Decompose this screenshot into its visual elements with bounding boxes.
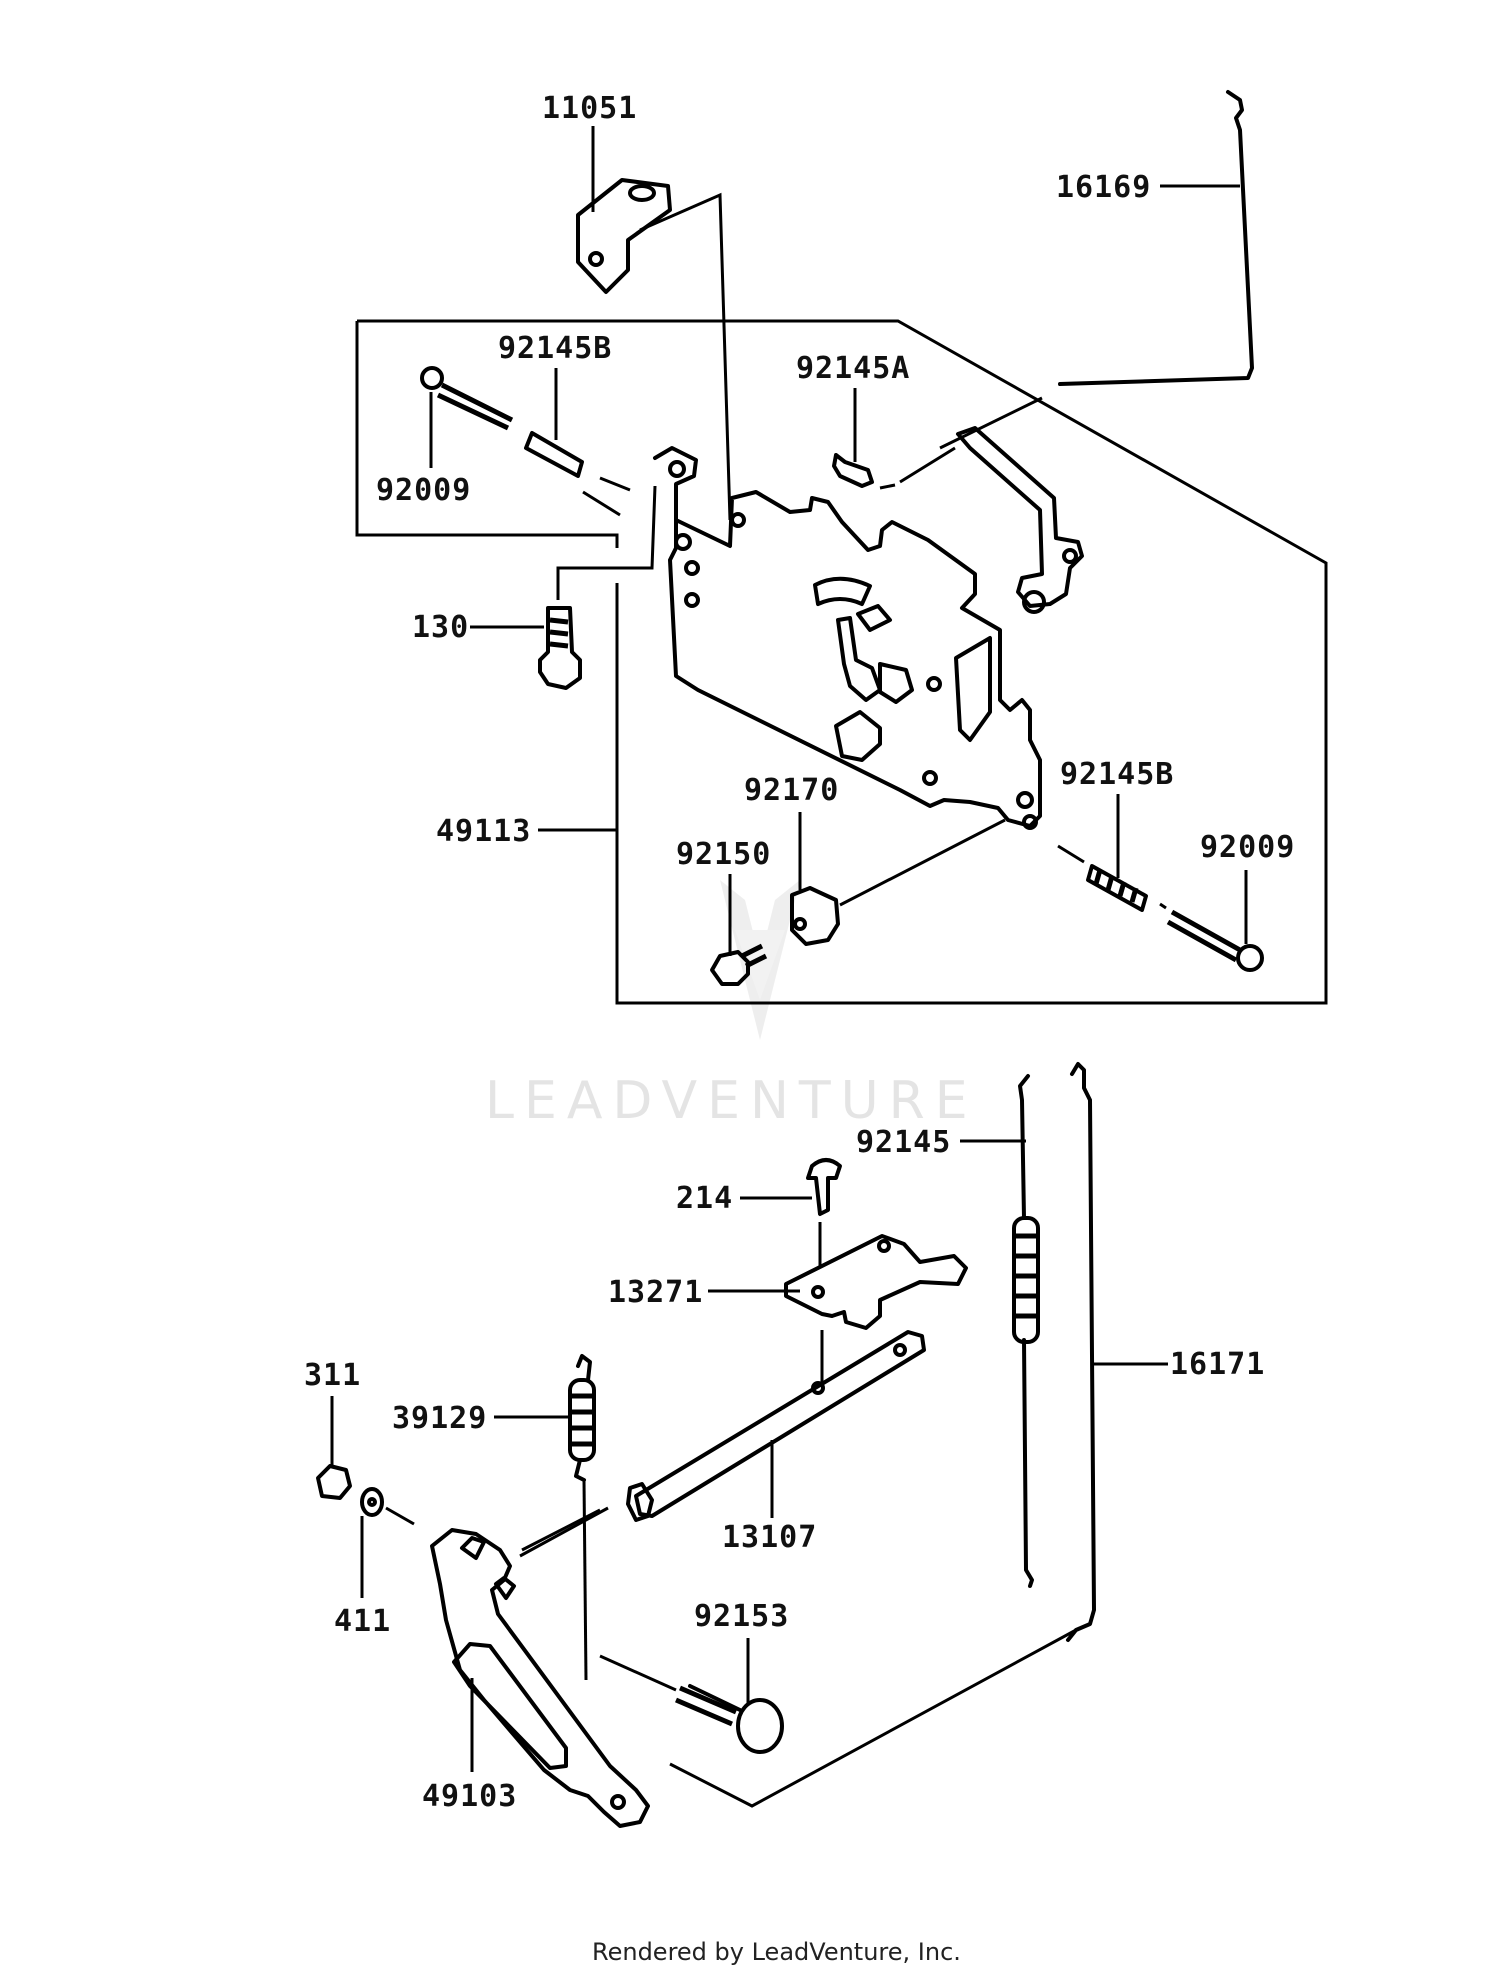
bolt-92009-top <box>420 366 621 517</box>
callout-92145b-right: 92145B <box>1060 757 1174 792</box>
callout-92170: 92170 <box>744 773 839 808</box>
plate-13271 <box>784 1234 968 1386</box>
control-plate <box>653 446 1042 830</box>
spring-92145a <box>832 446 956 490</box>
callout-11051: 11051 <box>542 91 637 126</box>
callout-92145b-top: 92145B <box>498 331 612 366</box>
nut-311 <box>316 1464 352 1500</box>
shaft-13107 <box>519 1330 926 1558</box>
callout-130: 130 <box>412 610 469 645</box>
pin-92153 <box>599 1654 784 1754</box>
callout-49103: 49103 <box>422 1779 517 1814</box>
callout-92009-right: 92009 <box>1200 830 1295 865</box>
footer-credit: Rendered by LeadVenture, Inc. <box>592 1938 961 1966</box>
callout-92145a: 92145A <box>796 351 910 386</box>
callout-13271: 13271 <box>608 1275 703 1310</box>
callout-92009-top: 92009 <box>376 473 471 508</box>
callout-214: 214 <box>676 1181 733 1216</box>
callout-13107: 13107 <box>722 1520 817 1555</box>
bolt-92150 <box>710 943 768 986</box>
spring-39129 <box>568 1354 596 1681</box>
bolt-130 <box>538 485 657 690</box>
callout-92145: 92145 <box>856 1125 951 1160</box>
throttle-arm <box>956 426 1084 614</box>
rod-16169 <box>939 90 1254 450</box>
spring-92145b-right <box>1057 844 1148 912</box>
assembly-49113-outline <box>355 319 1328 1005</box>
spring-92145b-top <box>524 431 631 492</box>
rod-16171 <box>669 1062 1096 1808</box>
callout-16169: 16169 <box>1056 170 1151 205</box>
callout-16171: 16171 <box>1170 1347 1265 1382</box>
callout-92153: 92153 <box>694 1599 789 1634</box>
spring-92145 <box>1012 1074 1040 1588</box>
callout-311: 311 <box>304 1358 361 1393</box>
washer-411 <box>360 1487 415 1526</box>
callout-49113: 49113 <box>436 814 531 849</box>
callout-411: 411 <box>334 1604 391 1639</box>
callout-39129: 39129 <box>392 1401 487 1436</box>
clip-92170 <box>790 818 1006 946</box>
watermark-text: LEADVENTURE <box>485 1071 978 1131</box>
screw-214 <box>806 1158 842 1268</box>
bracket-11051 <box>576 178 732 521</box>
bolt-92009-right <box>1159 902 1264 972</box>
callout-92150: 92150 <box>676 837 771 872</box>
